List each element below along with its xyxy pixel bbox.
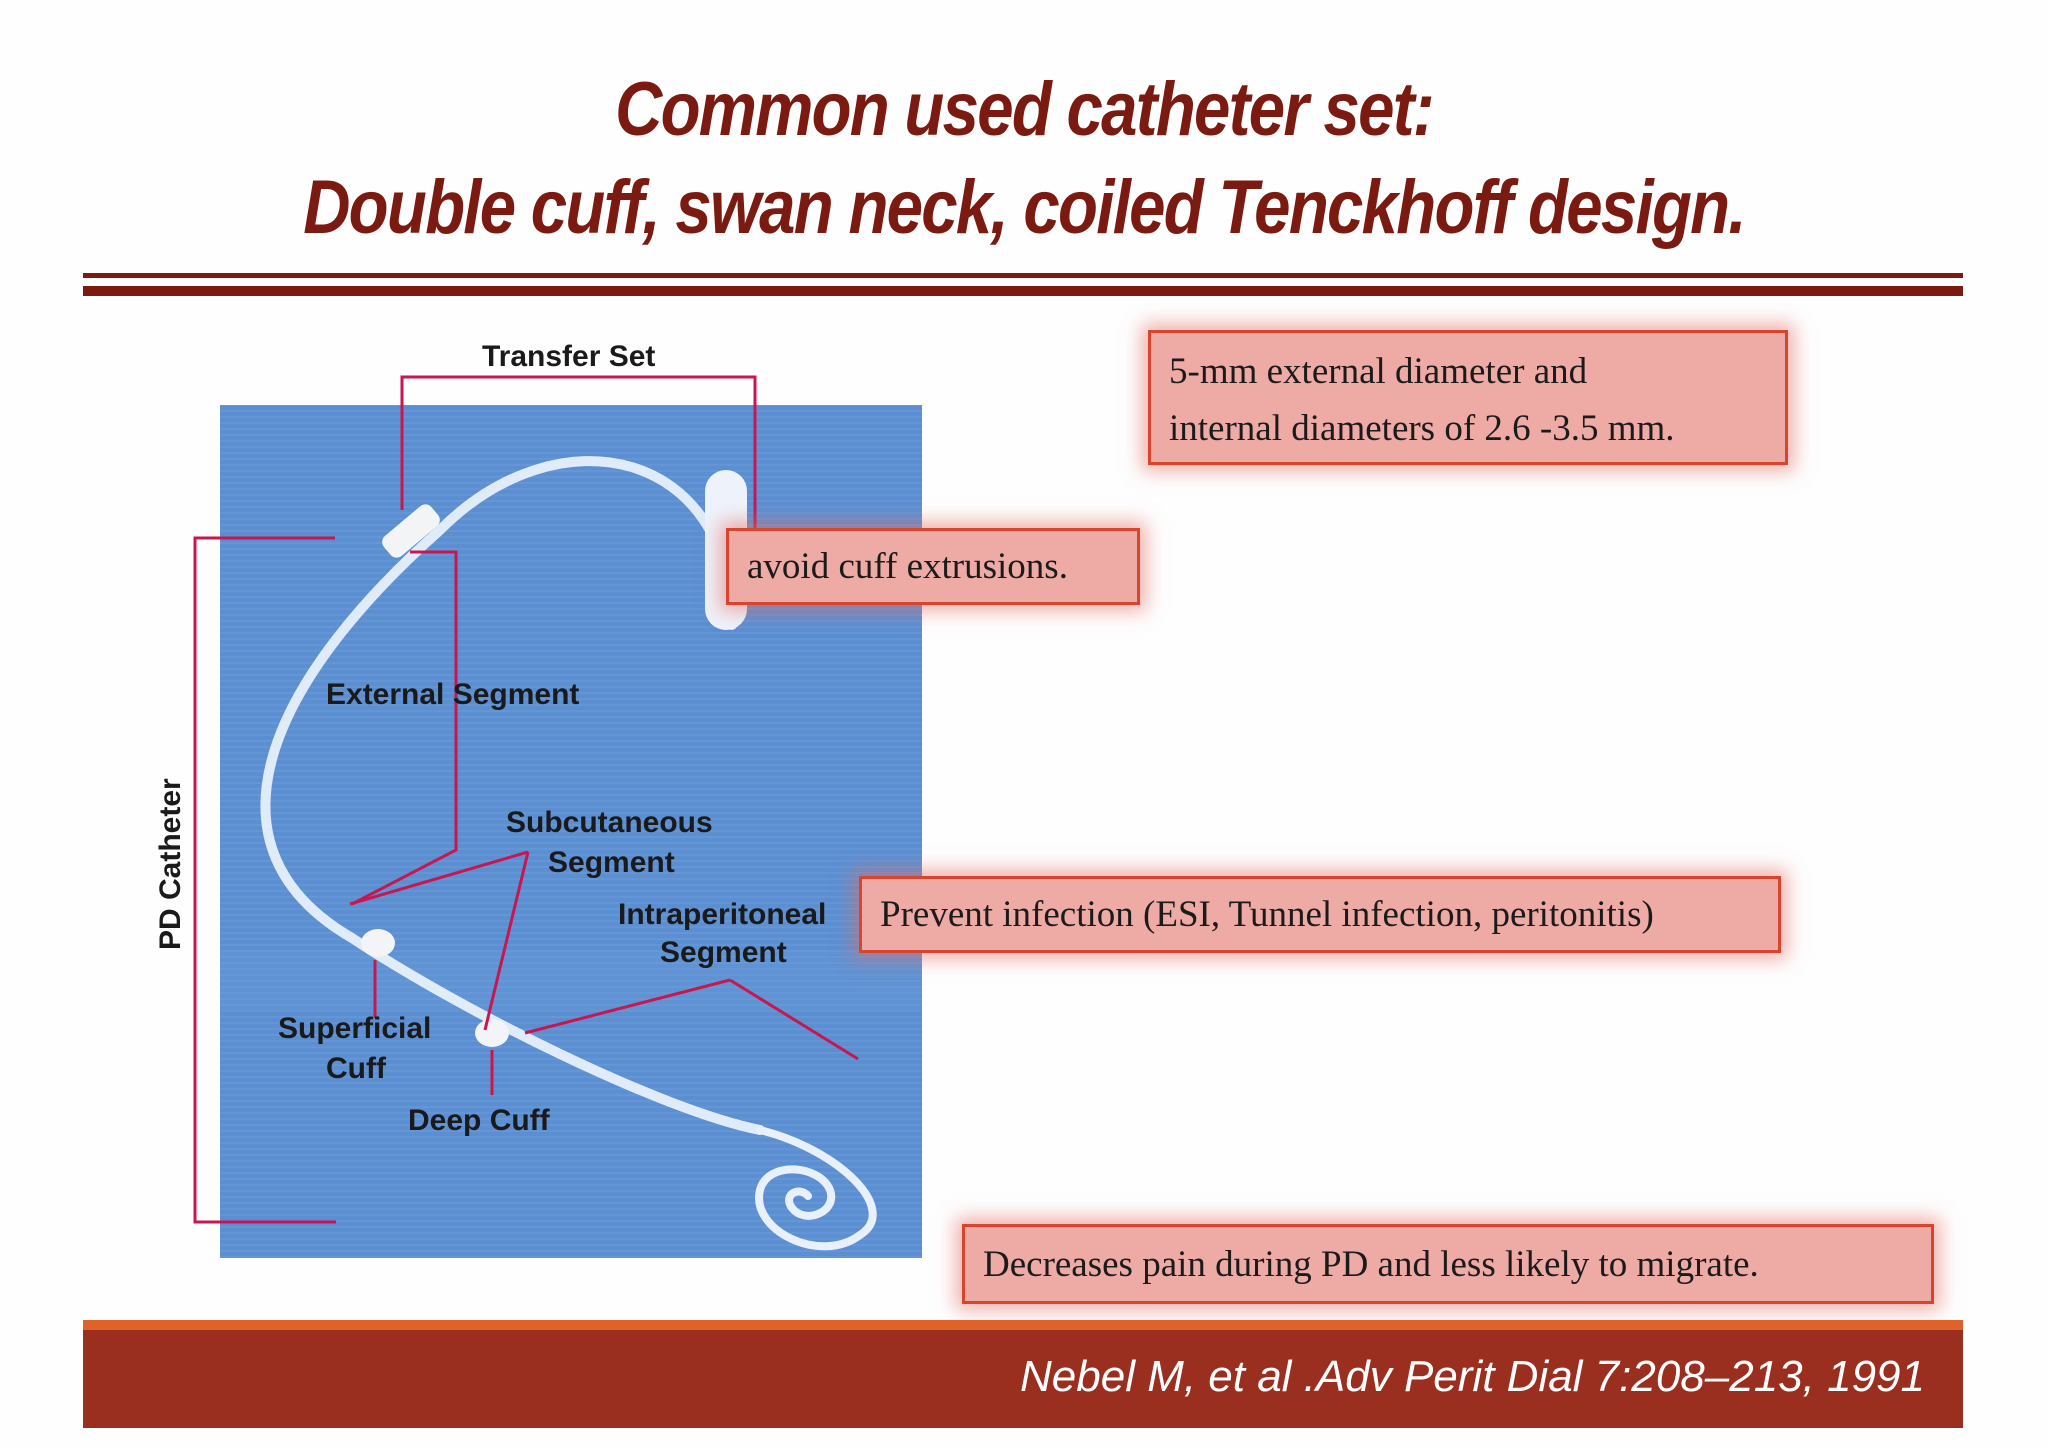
callout-cuff-extrusion: avoid cuff extrusions. [726, 528, 1140, 605]
callout-diameter-line2: internal diameters of 2.6 -3.5 mm. [1169, 408, 1675, 449]
callout-pain: Decreases pain during PD and less likely… [962, 1224, 1934, 1304]
citation: Nebel M, et al .Adv Perit Dial 7:208–213… [1020, 1352, 1925, 1401]
title-divider-thick [83, 286, 1963, 296]
callout-diameter: 5-mm external diameter and internal diam… [1148, 330, 1788, 465]
superficial-cuff-shape [361, 929, 395, 957]
title-divider-thin [83, 273, 1963, 278]
label-intraperitoneal-line1: Intraperitoneal [618, 898, 826, 931]
catheter-coil [755, 1126, 877, 1251]
label-external-segment: External Segment [326, 678, 579, 711]
label-superficial-line2: Cuff [326, 1052, 387, 1085]
footer-bar: Nebel M, et al .Adv Perit Dial 7:208–213… [83, 1330, 1963, 1428]
deep-cuff-shape [475, 1019, 509, 1047]
catheter-figure: Transfer Set PD Catheter External Segmen… [154, 340, 922, 1258]
label-subcutaneous-line1: Subcutaneous [506, 806, 713, 839]
label-deep-cuff: Deep Cuff [408, 1104, 551, 1137]
callout-diameter-line1: 5-mm external diameter and [1169, 351, 1588, 392]
label-intraperitoneal-line2: Segment [660, 936, 787, 969]
footer-accent [83, 1320, 1963, 1330]
leader-lines [193, 375, 859, 1224]
label-superficial-line1: Superficial [278, 1012, 431, 1045]
label-transfer-set: Transfer Set [482, 340, 655, 373]
label-pd-catheter: PD Catheter [154, 778, 187, 950]
titanium-adapter [382, 504, 440, 558]
callout-infection: Prevent infection (ESI, Tunnel infection… [859, 876, 1781, 953]
slide-title-line-1: Common used catheter set: [615, 67, 1434, 152]
label-subcutaneous-line2: Segment [548, 846, 675, 879]
slide-title-line-2: Double cuff, swan neck, coiled Tenckhoff… [303, 165, 1746, 250]
catheter-tube [260, 456, 765, 1135]
